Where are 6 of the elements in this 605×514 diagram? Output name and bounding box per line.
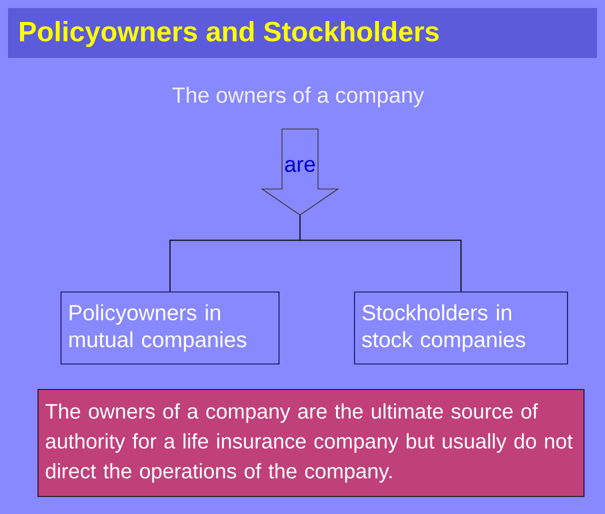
process-box: Stockholders in stock companies (354, 292, 568, 364)
process-box: Policyowners in mutual companies (60, 292, 280, 364)
connector-line (300, 214, 462, 292)
note-box: The owners of a company are the ultimate source of authority for a life insurance company but usually do not direct the operations of the company. (38, 389, 584, 497)
title-bar: Policyowners and Stockholders (8, 8, 597, 58)
heading-text: The owners of a company (172, 86, 424, 108)
